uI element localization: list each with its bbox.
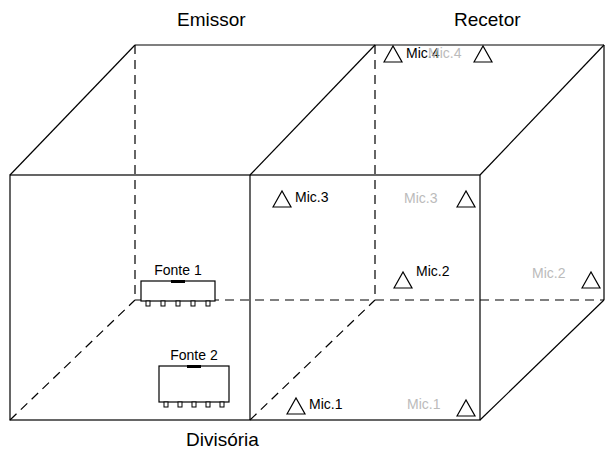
sound-source: Fonte 2 — [158, 347, 230, 409]
mic-label: Mic.2 — [416, 264, 449, 279]
mic-label-grey: Mic.1 — [407, 397, 440, 412]
speaker-symbol — [140, 280, 216, 308]
mic-label-grey: Mic.4 — [428, 46, 461, 61]
sound-source: Fonte 1 — [140, 262, 216, 308]
room-title: Recetor — [454, 10, 521, 31]
source-label: Fonte 1 — [140, 262, 216, 278]
room-title: Emissor — [177, 10, 246, 31]
mic-label: Mic.1 — [309, 397, 342, 412]
mic-label-grey: Mic.2 — [532, 266, 565, 281]
mic-label-grey: Mic.3 — [404, 191, 437, 206]
mic-label: Mic.3 — [295, 190, 328, 205]
partition-label: Divisória — [186, 430, 259, 451]
source-label: Fonte 2 — [158, 347, 230, 363]
speaker-symbol — [158, 365, 230, 409]
